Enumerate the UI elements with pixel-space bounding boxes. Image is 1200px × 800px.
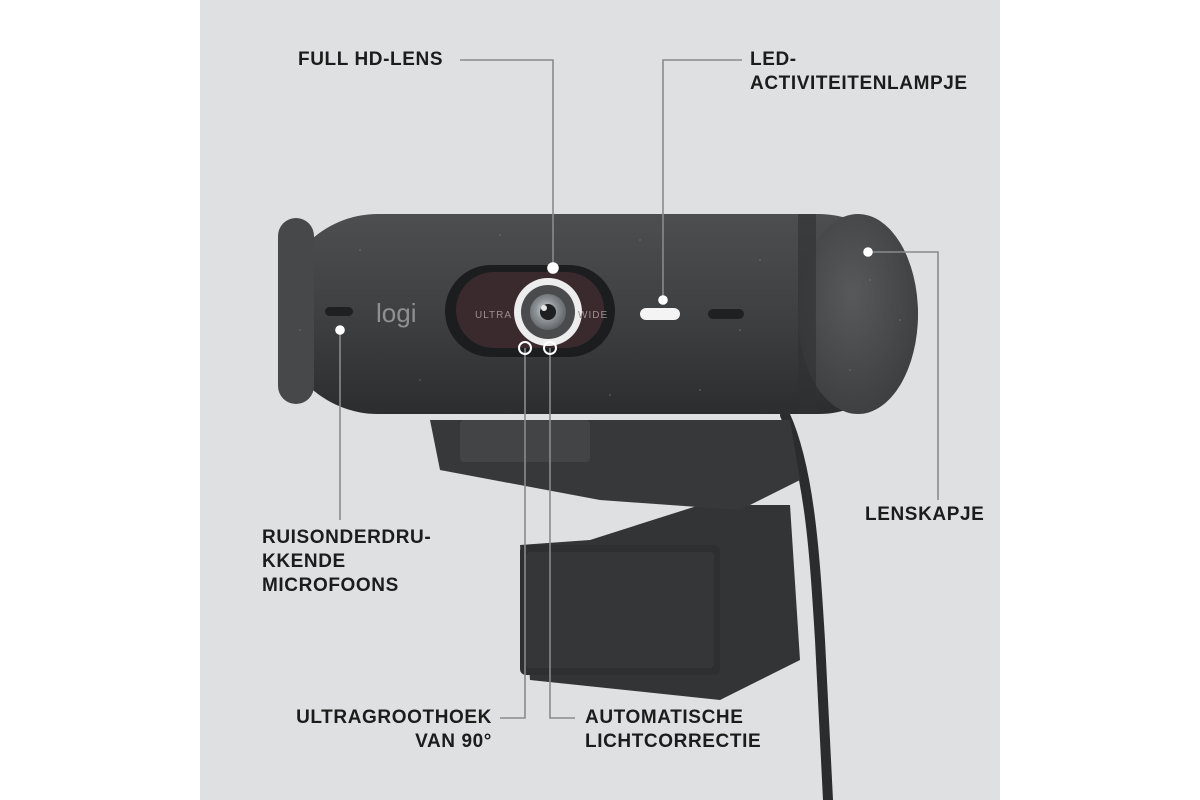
callout-auto-light-line-1: AUTOMATISCHE xyxy=(585,707,744,728)
leader-full-hd-lens xyxy=(460,59,554,268)
leader-lines xyxy=(335,59,939,719)
leader-led xyxy=(662,59,742,300)
callout-microphones-line-3: MICROFOONS xyxy=(262,575,399,596)
callout-ultra-wide-line-2: VAN 90° xyxy=(415,731,492,752)
microphone-right xyxy=(708,309,744,319)
callout-led-light: LED- ACTIVITEITENLAMPJE xyxy=(750,48,968,96)
callout-microphones-line-1: RUISONDERDRU- xyxy=(262,527,432,548)
microphone-left xyxy=(325,307,353,316)
body-speckle xyxy=(299,234,901,396)
left-end-cap xyxy=(278,218,314,404)
leader-ultra-wide xyxy=(500,348,526,719)
callout-led-light-line-2: ACTIVITEITENLAMPJE xyxy=(750,73,968,94)
callout-full-hd-lens-line: FULL HD-LENS xyxy=(298,49,444,70)
leader-auto-light xyxy=(549,348,575,719)
leader-lens-cap xyxy=(868,251,939,500)
callout-lens-cap-line: LENSKAPJE xyxy=(865,504,985,525)
lens-ring-text-right: WIDE xyxy=(578,310,608,321)
callout-full-hd-lens: FULL HD-LENS xyxy=(298,48,443,72)
led-light xyxy=(640,308,680,320)
callout-led-light-line-1: LED- xyxy=(750,49,797,70)
brand-logo: logi xyxy=(376,298,416,328)
callout-ultra-wide: ULTRAGROOTHOEK VAN 90° xyxy=(296,706,492,754)
usb-cable xyxy=(780,410,833,800)
callout-auto-light-line-2: LICHTCORRECTIE xyxy=(585,731,762,752)
callout-ultra-wide-line-1: ULTRAGROOTHOEK xyxy=(296,707,492,728)
callout-auto-light: AUTOMATISCHE LICHTCORRECTIE xyxy=(585,706,761,754)
lens-ring-text-left: ULTRA xyxy=(475,310,512,321)
callout-microphones-line-2: KKENDE xyxy=(262,551,346,572)
lens-cap xyxy=(798,214,918,414)
callout-lens-cap: LENSKAPJE xyxy=(865,503,984,527)
callout-microphones: RUISONDERDRU- KKENDE MICROFOONS xyxy=(262,526,431,598)
